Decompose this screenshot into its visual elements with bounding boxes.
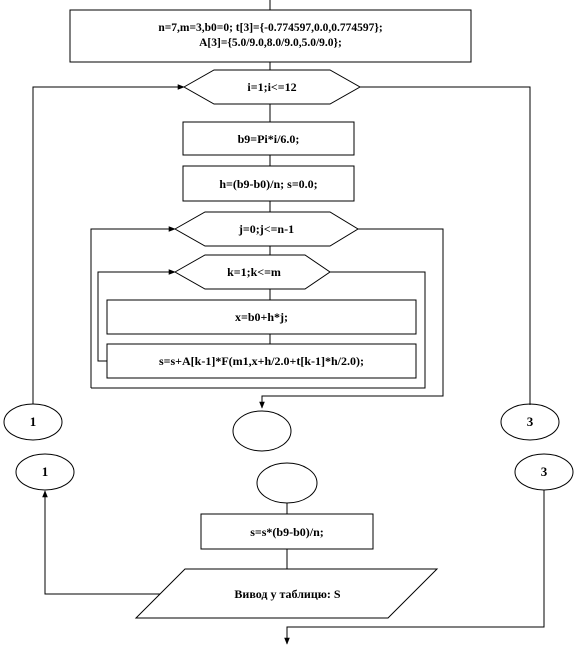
loop-i-exit-bottom-line	[284, 490, 545, 645]
h-box	[182, 165, 355, 202]
connector-center	[232, 410, 292, 452]
final-s-label: s=s*(b9-b0)/n;	[250, 524, 324, 539]
loop-i-return-bottom-line	[42, 490, 160, 595]
connector-left-top-label: 1	[29, 414, 37, 429]
b9-box	[182, 121, 355, 156]
output-parallelogram	[134, 568, 439, 619]
loop-i-return-line	[32, 84, 185, 404]
connector-left-bottom-label: 1	[41, 464, 49, 479]
loop-j-return-line	[90, 226, 176, 388]
loop-k-exit-line	[91, 271, 426, 389]
x-label: x=b0+h*j;	[234, 310, 288, 324]
loop-k-return-line	[97, 269, 176, 362]
init-line-1: n=7,m=3,b0=0; t[3]={-0.774597,0.0,0.7745…	[158, 22, 383, 34]
h-label: h=(b9-b0)/n; s=0.0;	[219, 176, 318, 191]
x-box	[106, 299, 417, 335]
accumulate-label: s=s+A[k-1]*F(m1,x+h/2.0+t[k-1]*h/2.0);	[158, 354, 364, 368]
loop-j-label: j=0;j<=n-1	[238, 222, 295, 236]
output-label: Вивод у таблицю: S	[234, 586, 341, 601]
init-text: n=7,m=3,b0=0; t[3]={-0.774597,0.0,0.7745…	[72, 10, 469, 62]
loop-j-exit-line	[259, 228, 444, 409]
b9-label: b9=Pi*i/6.0;	[237, 131, 300, 146]
connector-right-top-label: 3	[526, 414, 534, 429]
connector-left-top	[3, 403, 63, 441]
init-line-2: A[3]={5.0/9.0,8.0/9.0,5.0/9.0};	[199, 37, 342, 49]
connector-right-bottom-label: 3	[540, 464, 548, 479]
loop-i-exit-line	[360, 86, 531, 405]
connector-center-bottom	[256, 462, 318, 504]
loop-k-label: k=1;k<=m	[227, 265, 281, 279]
connector-left-bottom	[15, 453, 75, 491]
loop-i-label: i=1;i<=12	[247, 80, 297, 94]
connector-right-top	[500, 403, 560, 441]
